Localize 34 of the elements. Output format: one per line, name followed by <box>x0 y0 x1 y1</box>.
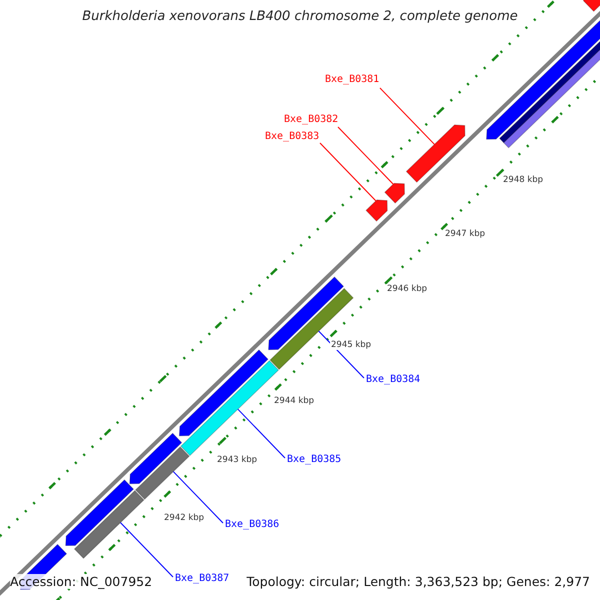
gene-label: Bxe_B0384 <box>366 374 420 386</box>
gene-feature <box>270 288 354 370</box>
title: Burkholderia xenovorans LB400 chromosome 2, complete genome <box>81 9 519 24</box>
gene-label: Bxe_B0381 <box>325 74 380 86</box>
scale-label: 2942 kbp <box>163 513 206 523</box>
gene-label: Bxe_B0387 <box>175 573 230 585</box>
gene-label: Bxe_B0386 <box>225 519 280 531</box>
gene-label: Bxe_B0383 <box>265 131 320 143</box>
scale-label: 2947 kbp <box>444 229 486 239</box>
gene-feature <box>135 446 190 500</box>
scale-label: 2943 kbp <box>216 455 258 465</box>
gene-label: Bxe_B0382 <box>284 114 338 126</box>
gene-feature <box>384 182 405 204</box>
gene-feature <box>129 432 182 484</box>
gene-feature <box>582 0 600 12</box>
gene-feature <box>178 349 269 436</box>
gene-feature <box>65 479 134 546</box>
leader-line <box>380 88 435 145</box>
scale-label: 2944 kbp <box>273 396 316 406</box>
info-text: Topology: circular; Length: 3,363,523 bp; Genes: 2,977 <box>246 574 590 589</box>
info-text: Accession: NC_007952 <box>10 574 152 589</box>
gene-feature <box>74 490 144 559</box>
leader-line <box>318 330 364 378</box>
gene-feature <box>366 200 388 222</box>
gene-label: Bxe_B0385 <box>287 454 342 466</box>
scale-label: 2948 kbp <box>502 175 544 185</box>
leader-line <box>338 126 394 185</box>
leader-line <box>320 142 376 202</box>
scale-label: 2945 kbp <box>330 340 372 350</box>
gene-feature <box>406 124 466 183</box>
leader-line <box>237 408 286 458</box>
scale-label: 2946 kbp <box>386 284 428 294</box>
leader-line <box>120 522 174 578</box>
leader-line <box>172 471 224 524</box>
